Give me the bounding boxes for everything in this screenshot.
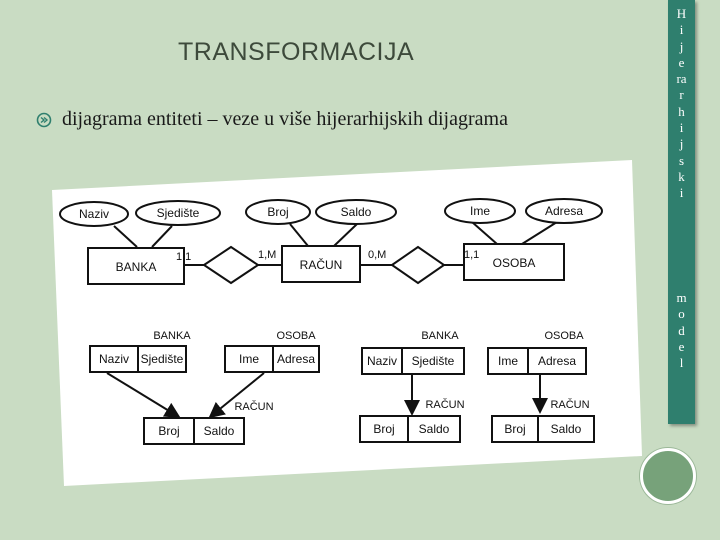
h3-parent-field-2: Adresa: [538, 354, 576, 368]
slide-title: TRANSFORMACIJA: [178, 38, 415, 66]
h2-parent: BANKA: [421, 330, 459, 342]
entity-osoba: OSOBA: [493, 256, 536, 270]
side-text-part2: m o d e l: [676, 290, 687, 371]
h1-b-field-2: Adresa: [277, 352, 315, 366]
h1-b-field-1: Ime: [239, 352, 259, 366]
er-hierarchy-diagram: Naziv Sjedište Broj Saldo Ime Adresa BAN…: [52, 160, 642, 486]
attr-saldo-oval: [315, 199, 397, 225]
entity-racun: RAČUN: [300, 257, 343, 272]
h3-parent: OSOBA: [544, 330, 584, 342]
card-osoba: 1,1: [464, 249, 479, 261]
attr-adresa-oval: [525, 198, 603, 224]
decorative-circle: [640, 448, 696, 504]
relationship-diamond-2: [390, 245, 446, 285]
side-title-bar: H i j e ra r h i j s k i m o d e l: [668, 0, 695, 424]
attr-naziv-oval: [59, 201, 129, 227]
h3-parent-field-1: Ime: [498, 354, 518, 368]
attr-ime: Ime: [470, 204, 490, 218]
attr-broj-oval: [245, 199, 311, 225]
card-banka: 1,1: [176, 251, 191, 263]
h3-child-field-2: Saldo: [551, 422, 582, 436]
side-text-part1: H i j e ra r h i j s k i: [676, 6, 687, 201]
attr-ime-oval: [444, 198, 516, 224]
entity-racun-box: [281, 245, 361, 283]
attr-adresa: Adresa: [545, 204, 583, 218]
h1-a-field-2: Sjedište: [141, 352, 184, 366]
bullet-icon: [36, 112, 52, 128]
relationship-diamond-1: [202, 245, 260, 285]
entity-banka-box: [87, 247, 185, 285]
h3-child-field-1: Broj: [504, 422, 525, 436]
attr-sjediste-oval: [135, 200, 221, 226]
attr-naziv: Naziv: [79, 207, 109, 221]
h1-child-field-1: Broj: [158, 424, 179, 438]
h2-child: RAČUN: [425, 398, 464, 411]
h1-a-field-1: Naziv: [99, 352, 129, 366]
attr-saldo: Saldo: [341, 205, 372, 219]
h3-child: RAČUN: [550, 398, 589, 411]
attr-sjediste: Sjedište: [157, 206, 200, 220]
h1-parent-b: OSOBA: [276, 330, 316, 342]
h2-child-field-1: Broj: [373, 422, 394, 436]
h1-child: RAČUN: [234, 400, 273, 413]
h1-child-field-2: Saldo: [204, 424, 235, 438]
h2-child-field-2: Saldo: [419, 422, 450, 436]
h1-parent-a: BANKA: [153, 330, 191, 342]
card-racun-left: 1,M: [258, 249, 276, 261]
card-racun-right: 0,M: [368, 249, 386, 261]
bullet-text: dijagrama entiteti – veze u više hijerar…: [62, 108, 508, 130]
entity-osoba-box: [463, 243, 565, 281]
attr-broj: Broj: [267, 205, 288, 219]
h2-parent-field-1: Naziv: [367, 354, 397, 368]
h2-parent-field-2: Sjedište: [412, 354, 455, 368]
entity-banka: BANKA: [116, 260, 157, 274]
